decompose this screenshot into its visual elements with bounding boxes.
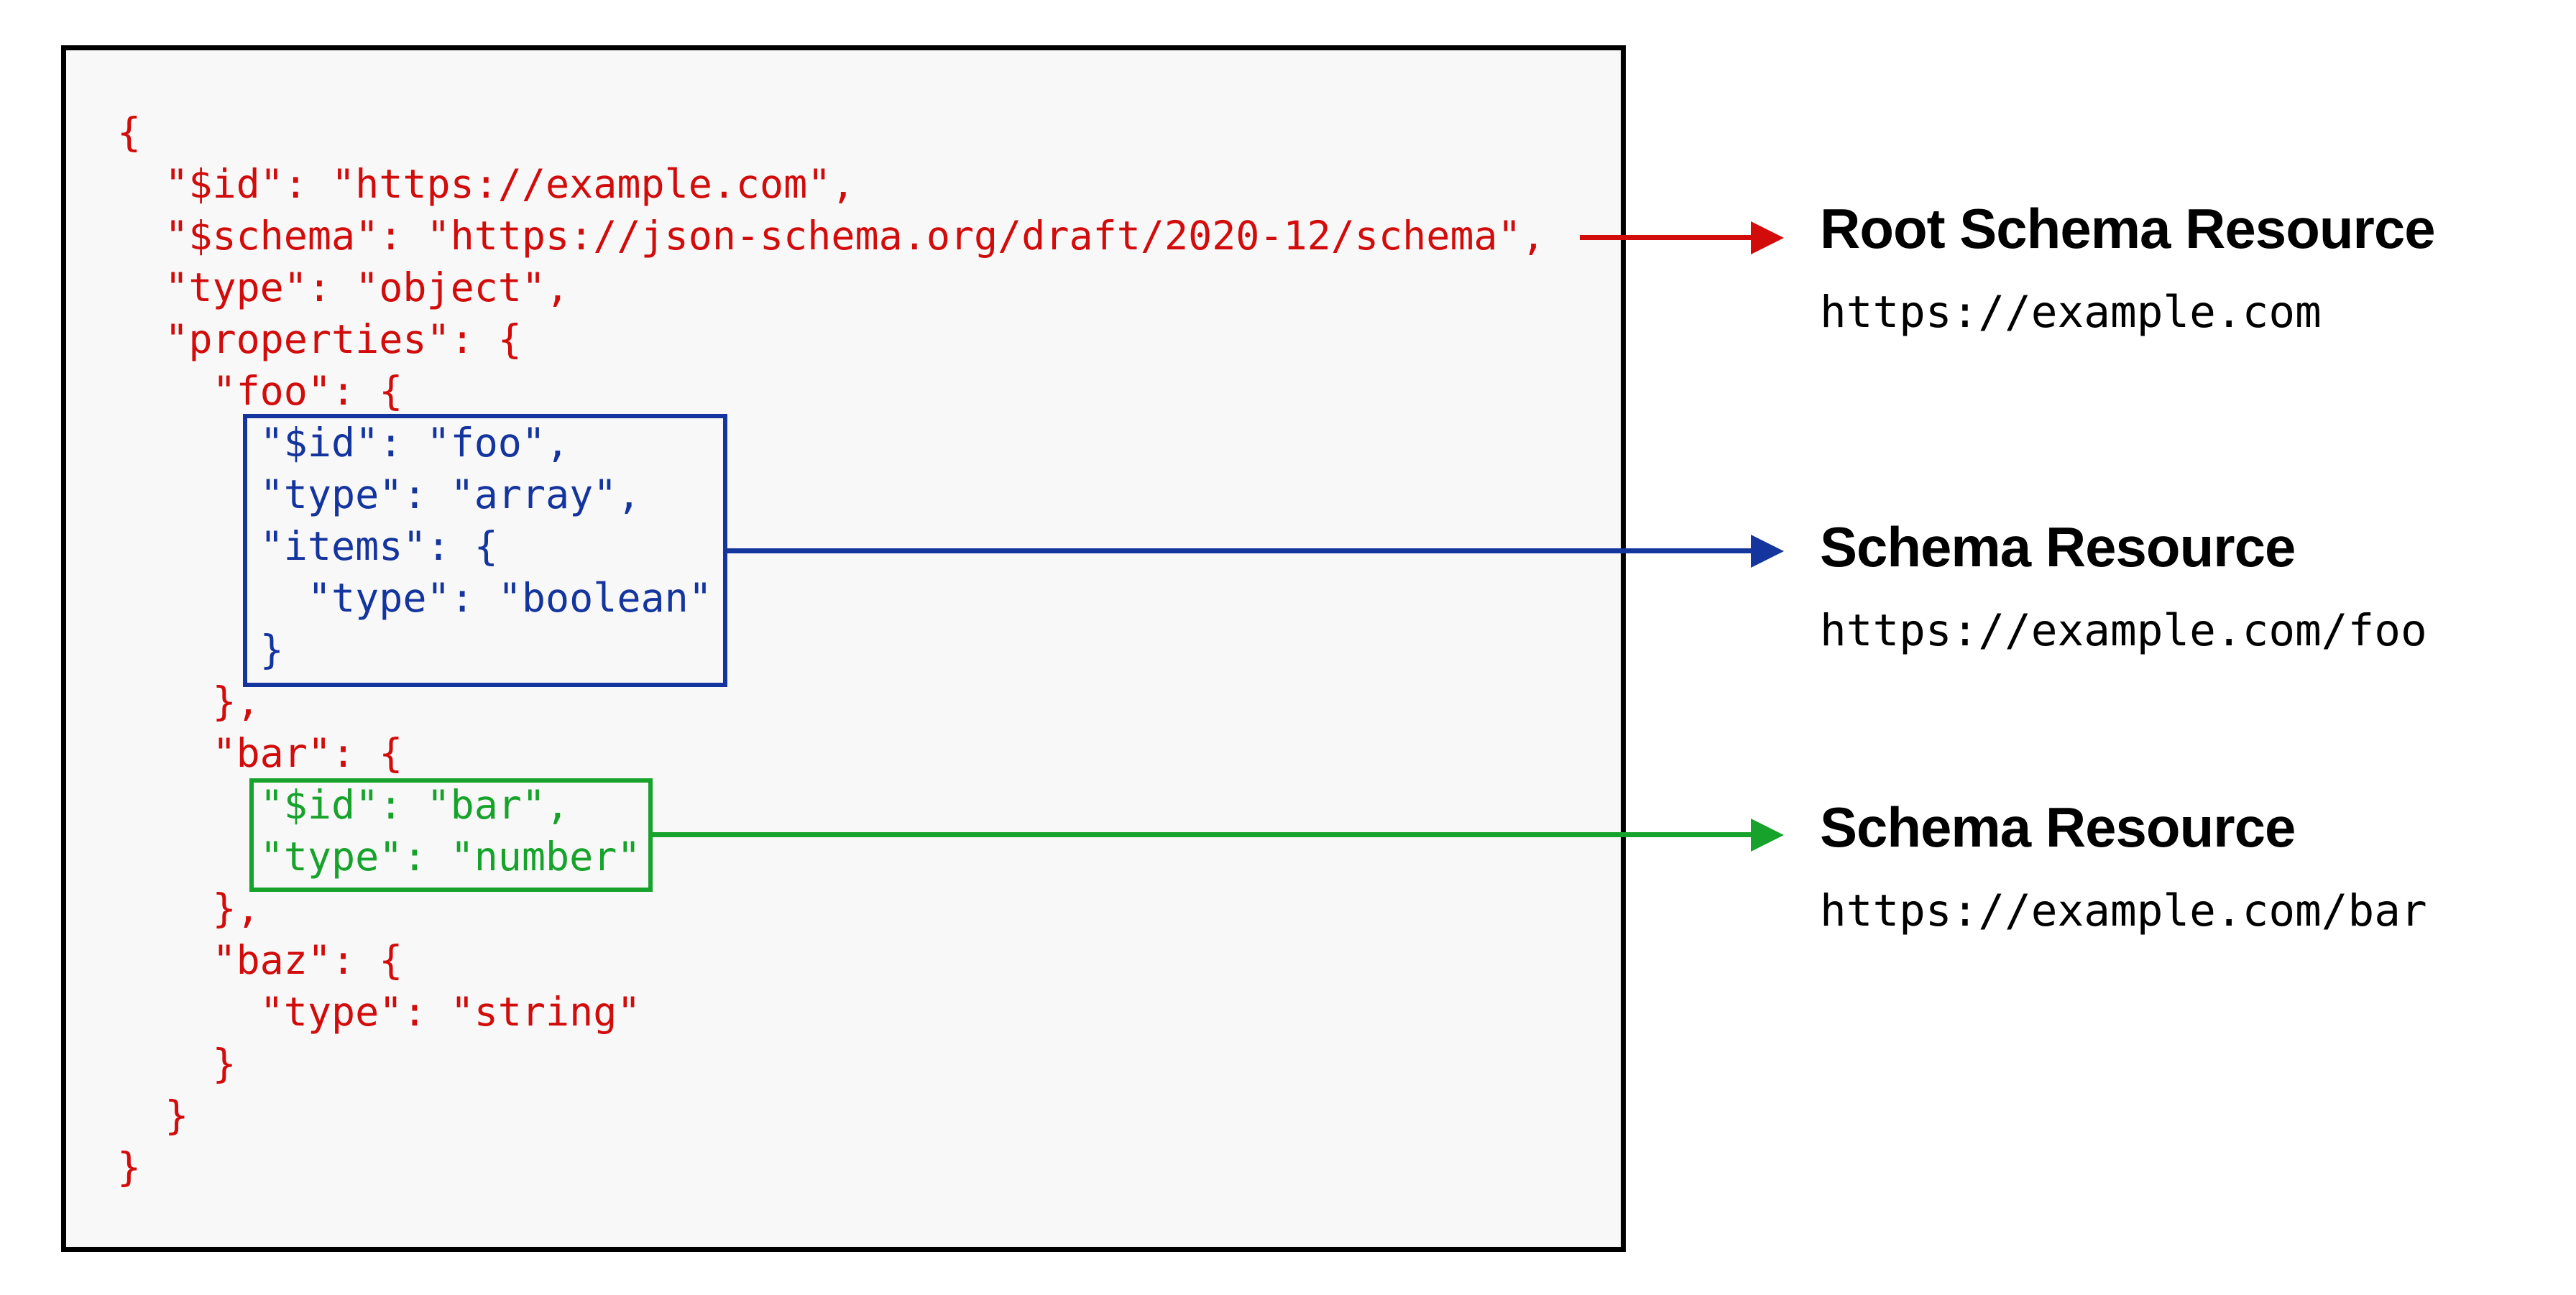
code-line: "$schema": "https://json-schema.org/draf… (117, 213, 1545, 259)
callout-bar-schema-resource: Schema Resource https://example.com/bar (1820, 796, 2427, 936)
root-schema-arrow (1580, 221, 1784, 254)
json-schema-code: { "$id": "https://example.com", "$schema… (117, 106, 1545, 1193)
code-line: } (117, 1092, 189, 1138)
code-line: "type": "object", (117, 264, 570, 310)
code-line: }, (117, 678, 260, 724)
code-line: { (117, 109, 142, 155)
foo-schema-arrowhead-icon (1751, 534, 1784, 568)
callout-foo-title: Schema Resource (1820, 515, 2296, 579)
code-line: "$id": "foo", (117, 420, 570, 466)
code-line: } (117, 1144, 142, 1190)
code-line: "items": { (117, 523, 498, 569)
code-line: } (117, 1041, 236, 1087)
code-line: } (117, 627, 284, 673)
callout-root-schema-resource: Root Schema Resource https://example.com (1820, 197, 2436, 338)
callout-foo-url: https://example.com/foo (1820, 605, 2427, 656)
callout-bar-url: https://example.com/bar (1820, 885, 2427, 936)
code-line: "type": "boolean" (117, 575, 712, 621)
code-line: "foo": { (117, 368, 403, 414)
bar-schema-arrowhead-icon (1751, 818, 1784, 852)
code-line: "baz": { (117, 937, 403, 983)
code-line: "$id": "bar", (117, 782, 570, 828)
foo-schema-arrow (727, 534, 1784, 568)
callout-root-url: https://example.com (1820, 287, 2322, 338)
code-line: "$id": "https://example.com", (117, 161, 855, 207)
code-line: }, (117, 885, 260, 931)
callout-bar-title: Schema Resource (1820, 796, 2296, 859)
schema-code-panel: { "$id": "https://example.com", "$schema… (61, 45, 1626, 1252)
code-line: "properties": { (117, 316, 522, 362)
code-line: "type": "string" (117, 989, 641, 1035)
code-line: "type": "number" (117, 834, 641, 880)
callout-root-title: Root Schema Resource (1820, 197, 2436, 260)
code-line: "bar": { (117, 730, 403, 776)
callout-foo-schema-resource: Schema Resource https://example.com/foo (1820, 517, 2427, 655)
root-schema-arrowhead-icon (1751, 221, 1784, 254)
code-line: "type": "array", (117, 471, 641, 517)
bar-schema-arrow (648, 818, 1784, 852)
